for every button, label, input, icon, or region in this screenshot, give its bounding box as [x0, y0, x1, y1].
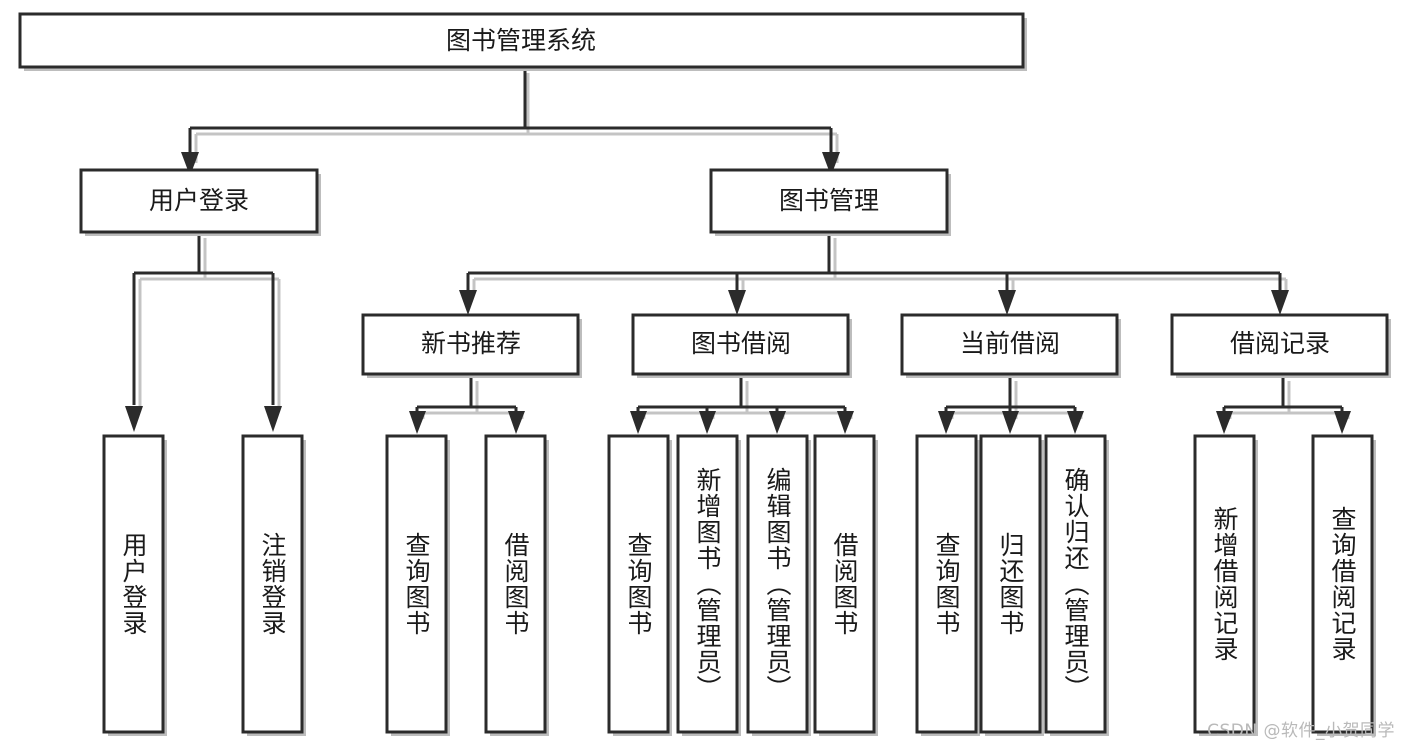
arrow-leaf-nb-query: [409, 411, 426, 434]
arrow-leaf-bb-add: [699, 411, 716, 434]
edge-bookborrow-to-leaves: [636, 375, 847, 416]
edge-userlogin-to-leaves: [132, 232, 275, 405]
arrow-leaf-bb-borrow: [837, 411, 854, 434]
arrow-leaf-cb-confirm: [1067, 411, 1084, 434]
csdn-watermark: CSDN @软件_小贺同学: [1207, 721, 1395, 741]
node-book-manage[interactable]: 图书管理: [709, 168, 951, 236]
leaf-box-logout[interactable]: [241, 434, 304, 734]
leaf-box-cb-return-book[interactable]: [979, 434, 1042, 734]
edges-group: [125, 67, 1351, 434]
arrow-leaf-cb-query: [938, 411, 955, 434]
node-new-book-recommend-label: 新书推荐: [421, 329, 521, 358]
node-borrow-record[interactable]: 借阅记录: [1170, 313, 1391, 378]
leaf-box-user-login[interactable]: [102, 434, 165, 734]
leaf-box-bb-query-book[interactable]: [607, 434, 670, 734]
arrow-leaf-nb-borrow: [508, 411, 525, 434]
leaf-box-bb-borrow-book[interactable]: [813, 434, 876, 734]
arrow-leaf-bb-edit: [769, 411, 786, 434]
edge-borrowrecord-to-leaves: [1222, 375, 1344, 416]
leaf-box-bb-edit-book[interactable]: [746, 434, 809, 734]
node-new-book-recommend[interactable]: 新书推荐: [361, 313, 582, 378]
arrow-leaf-cb-return: [1002, 411, 1019, 434]
node-book-borrow-label: 图书借阅: [691, 329, 791, 358]
arrow-leaf-logout: [264, 406, 282, 432]
edge-newbook-to-leaves: [415, 375, 518, 416]
arrow-leaf-bb-query: [630, 411, 647, 434]
arrow-to-book-borrow: [728, 290, 746, 315]
node-user-login[interactable]: 用户登录: [79, 168, 321, 236]
node-borrow-record-label: 借阅记录: [1230, 329, 1330, 358]
arrow-to-new-book: [459, 290, 477, 315]
leaf-box-nb-query-book[interactable]: [385, 434, 448, 734]
node-book-manage-label: 图书管理: [779, 186, 879, 215]
leaf-box-cb-query-book[interactable]: [915, 434, 978, 734]
arrow-leaf-br-query: [1334, 411, 1351, 434]
arrow-to-user-login: [181, 152, 199, 176]
node-root-label: 图书管理系统: [446, 26, 596, 55]
arrow-to-borrow-record: [1271, 290, 1289, 315]
node-root[interactable]: 图书管理系统: [18, 12, 1027, 71]
leaf-box-br-add-record[interactable]: [1193, 434, 1256, 734]
arrow-leaf-br-add: [1216, 411, 1233, 434]
arrow-leaf-user-login: [125, 406, 143, 432]
leaf-box-nb-borrow-book[interactable]: [484, 434, 547, 734]
arrow-to-current-borrow: [998, 290, 1016, 315]
edge-bookmanage-to-level3: [466, 232, 1282, 292]
node-current-borrow[interactable]: 当前借阅: [900, 313, 1121, 378]
node-user-login-label: 用户登录: [149, 186, 249, 215]
leaf-box-bb-add-book[interactable]: [676, 434, 739, 734]
leaf-boxes-group: [102, 434, 1376, 736]
leaf-box-br-query-record[interactable]: [1311, 434, 1374, 734]
leaf-box-cb-confirm-return[interactable]: [1044, 434, 1107, 734]
edge-root-to-level2: [188, 67, 833, 160]
node-current-borrow-label: 当前借阅: [960, 329, 1060, 358]
node-book-borrow[interactable]: 图书借阅: [631, 313, 852, 378]
edge-currentborrow-to-leaves: [944, 375, 1077, 416]
arrow-to-book-manage: [822, 152, 840, 176]
